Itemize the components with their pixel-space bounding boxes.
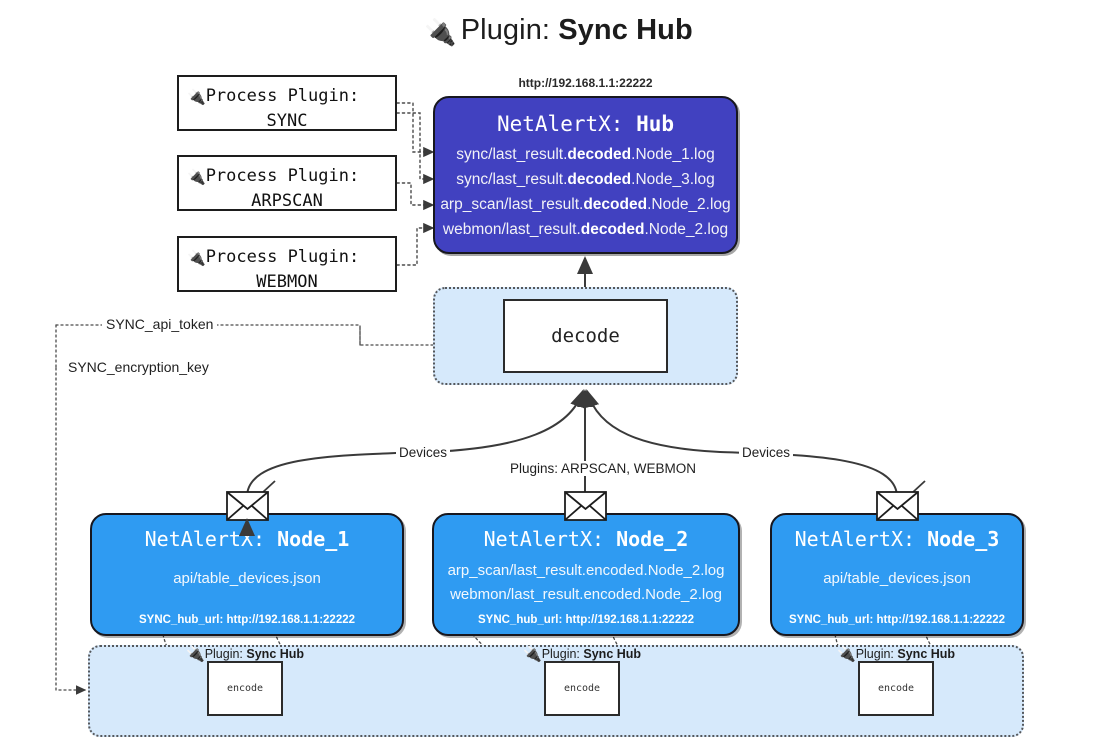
process-plugin-sync-line2: SYNC — [266, 110, 308, 131]
plug-icon: 🔌 — [187, 249, 206, 267]
process-plugin-webmon[interactable]: 🔌Process Plugin: WEBMON — [177, 236, 397, 292]
node-2-line-1: arp_scan/last_result.encoded.Node_2.log — [447, 562, 725, 579]
edge-encryption-key-to-encode-band — [55, 367, 87, 695]
node-1-hub-url: SYNC_hub_url: http://192.168.1.1:22222 — [138, 614, 356, 626]
hub-url-label: http://192.168.1.1:22222 — [518, 76, 653, 90]
node-3[interactable]: NetAlertX: Node_3 api/table_devices.json… — [770, 513, 1024, 636]
hub-log-1: sync/last_result.decoded.Node_1.log — [456, 146, 715, 163]
hub-log-3: arp_scan/last_result.decoded.Node_2.log — [440, 196, 731, 214]
process-plugin-sync-line1: 🔌Process Plugin: — [187, 86, 360, 106]
node-3-hub-url: SYNC_hub_url: http://192.168.1.1:22222 — [788, 614, 1006, 626]
process-plugin-arpscan[interactable]: 🔌Process Plugin: ARPSCAN — [177, 155, 397, 211]
page-title-name: Sync Hub — [558, 14, 693, 46]
encode-plugin-label-3: 🔌Plugin: Sync Hub — [837, 646, 956, 663]
process-plugin-arpscan-line2: ARPSCAN — [251, 190, 323, 211]
node-3-line-1: api/table_devices.json — [823, 570, 971, 587]
edge-sync-to-log2 — [396, 112, 435, 185]
plug-icon: 🔌 — [523, 646, 542, 663]
node-2-hub-url: SYNC_hub_url: http://192.168.1.1:22222 — [477, 614, 695, 626]
token-label-encryption: SYNC_encryption_key — [64, 359, 213, 375]
token-label-api: SYNC_api_token — [102, 316, 218, 332]
page-title-prefix: Plugin: — [460, 14, 559, 46]
hub-node[interactable]: NetAlertX: Hub sync/last_result.decoded.… — [433, 96, 738, 254]
decode-box[interactable]: decode — [503, 299, 668, 373]
encode-plugin-label-1: 🔌Plugin: Sync Hub — [186, 646, 305, 663]
node-3-title: NetAlertX: Node_3 — [794, 527, 1000, 551]
edge-arpscan-to-log3 — [396, 182, 435, 211]
hub-log-4: webmon/last_result.decoded.Node_2.log — [442, 221, 729, 239]
encode-box-2[interactable]: encode — [544, 661, 620, 716]
plug-icon: 🔌 — [424, 17, 457, 47]
process-plugin-webmon-line1: 🔌Process Plugin: — [187, 247, 360, 267]
process-plugin-webmon-line2: WEBMON — [256, 271, 318, 292]
edge-webmon-to-log4 — [396, 222, 435, 266]
stem-node1-mail — [261, 480, 276, 494]
edge-label-plugins-center: Plugins: ARPSCAN, WEBMON — [507, 461, 700, 476]
node-2-title: NetAlertX: Node_2 — [483, 527, 689, 551]
process-plugin-arpscan-line1: 🔌Process Plugin: — [187, 166, 360, 186]
edge-label-devices-right: Devices — [739, 445, 794, 460]
plug-icon: 🔌 — [837, 646, 856, 663]
envelope-icon — [226, 491, 269, 521]
envelope-icon — [876, 491, 919, 521]
node-2[interactable]: NetAlertX: Node_2 arp_scan/last_result.e… — [432, 513, 740, 636]
hub-title: NetAlertX: Hub — [496, 112, 674, 136]
envelope-icon — [564, 491, 607, 521]
node-2-line-2: webmon/last_result.encoded.Node_2.log — [450, 586, 722, 603]
encode-box-1[interactable]: encode — [207, 661, 283, 716]
process-plugin-sync[interactable]: 🔌Process Plugin: SYNC — [177, 75, 397, 131]
edge-sync-to-log1 — [396, 102, 435, 158]
encode-box-3[interactable]: encode — [858, 661, 934, 716]
stem-node3-mail — [911, 480, 926, 494]
edge-node3-to-decode — [583, 389, 898, 498]
plug-icon: 🔌 — [186, 646, 205, 663]
node-1-line-1: api/table_devices.json — [173, 570, 321, 587]
plug-icon: 🔌 — [187, 88, 206, 106]
edge-label-devices-left: Devices — [396, 445, 451, 460]
hub-log-2: sync/last_result.decoded.Node_3.log — [456, 171, 715, 189]
encode-plugin-label-2: 🔌Plugin: Sync Hub — [523, 646, 642, 663]
page-title: 🔌Plugin: Sync Hub — [0, 14, 1117, 48]
plug-icon: 🔌 — [187, 168, 206, 186]
